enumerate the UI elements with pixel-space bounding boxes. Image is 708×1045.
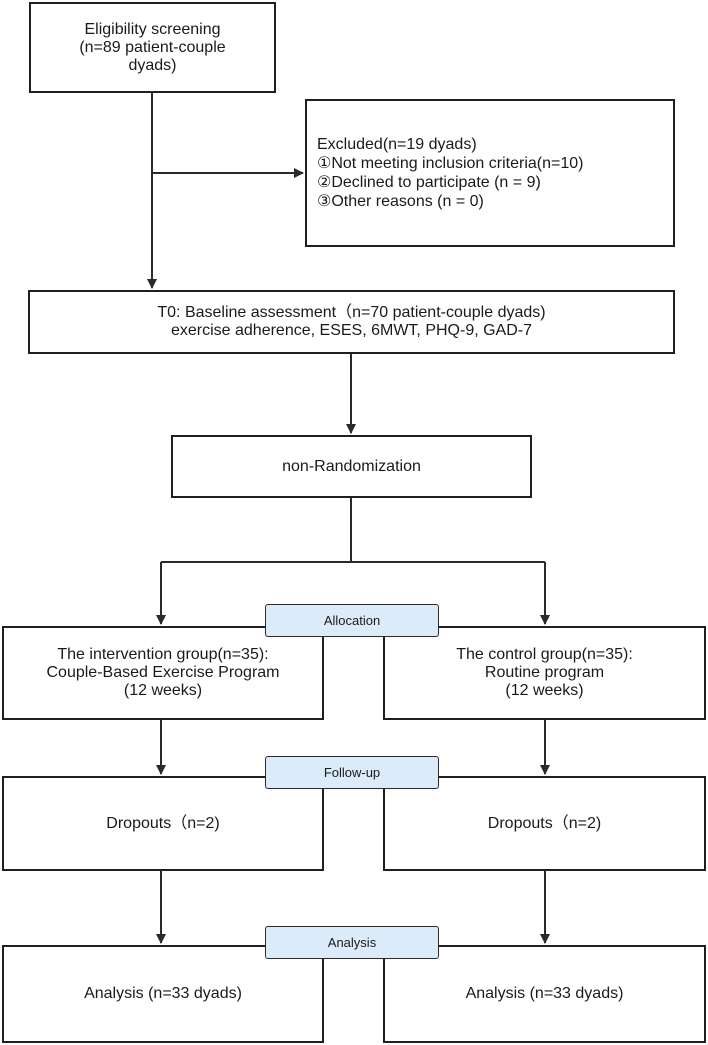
- excluded-line-1: Excluded(n=19 dyads): [317, 136, 477, 153]
- screening-line-1: Eligibility screening: [84, 20, 221, 38]
- control-analysis-box: Analysis (n=33 dyads): [383, 945, 706, 1043]
- control-analysis-label: Analysis (n=33 dyads): [465, 985, 624, 1002]
- control-line-1: The control group(n=35):: [456, 646, 633, 663]
- allocation-phase-label: Allocation: [265, 604, 439, 637]
- intervention-line-1: The intervention group(n=35):: [57, 646, 269, 663]
- intervention-dropouts-label: Dropouts（n=2): [106, 814, 220, 832]
- analysis-phase-label: Analysis: [265, 926, 439, 959]
- control-group-box: The control group(n=35): Routine program…: [383, 626, 706, 720]
- intervention-dropouts-box: Dropouts（n=2): [2, 776, 324, 871]
- control-line-3: (12 weeks): [505, 682, 584, 699]
- intervention-line-2: Couple-Based Exercise Program: [46, 664, 280, 681]
- followup-phase-label: Follow-up: [265, 756, 439, 789]
- eligibility-screening-box: Eligibility screening (n=89 patient-coup…: [29, 2, 276, 93]
- baseline-line-2: exercise adherence, ESES, 6MWT, PHQ-9, G…: [170, 322, 532, 339]
- intervention-analysis-label: Analysis (n=33 dyads): [84, 985, 242, 1002]
- intervention-group-box: The intervention group(n=35): Couple-Bas…: [2, 626, 324, 720]
- control-dropouts-label: Dropouts（n=2): [487, 814, 602, 832]
- excluded-line-3: ②Declined to participate (n = 9): [317, 174, 541, 191]
- randomization-label: non-Randomization: [282, 457, 421, 475]
- intervention-analysis-box: Analysis (n=33 dyads): [2, 945, 324, 1043]
- baseline-line-1: T0: Baseline assessment（n=70 patient-cou…: [157, 304, 546, 321]
- screening-line-2: (n=89 patient-couple: [79, 38, 226, 56]
- screening-line-3: dyads): [128, 56, 177, 74]
- excluded-line-2: ①Not meeting inclusion criteria(n=10): [317, 155, 584, 172]
- excluded-box: Excluded(n=19 dyads) ①Not meeting inclus…: [305, 99, 675, 247]
- baseline-assessment-box: T0: Baseline assessment（n=70 patient-cou…: [28, 290, 675, 354]
- control-line-2: Routine program: [484, 664, 605, 681]
- randomization-box: non-Randomization: [171, 435, 532, 498]
- excluded-line-4: ③Other reasons (n = 0): [317, 193, 484, 210]
- control-dropouts-box: Dropouts（n=2): [383, 776, 706, 871]
- intervention-line-3: (12 weeks): [123, 682, 203, 699]
